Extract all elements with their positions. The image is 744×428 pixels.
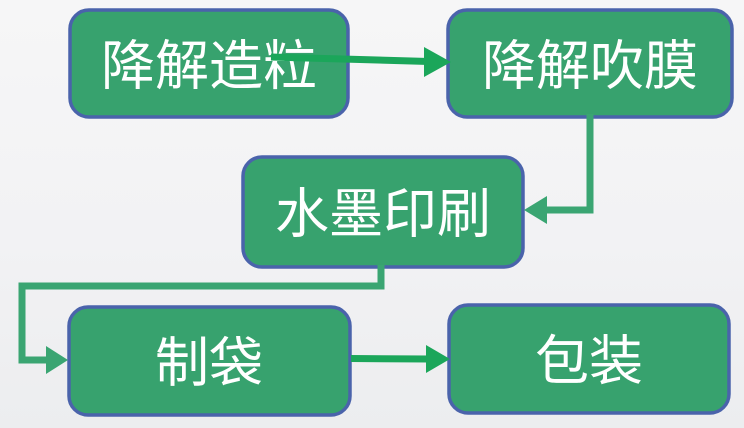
edge-film-blowing-to-ink-printing-arrowhead-icon <box>524 196 547 224</box>
node-film-blowing: 降解吹膜 <box>446 8 734 119</box>
edge-bag-making-to-packaging <box>350 345 450 373</box>
edge-ink-printing-to-bag-making-arrowhead-icon <box>46 346 68 374</box>
node-bag-making-shape <box>67 305 352 417</box>
node-granulation-label: 降解造粒 <box>101 35 317 98</box>
node-ink-printing: 水墨印刷 <box>241 155 525 269</box>
edge-bag-making-to-packaging-line <box>350 355 430 363</box>
node-packaging-label: 包装 <box>535 330 643 393</box>
edge-granulation-to-film-blowing-arrowhead-icon <box>424 47 451 77</box>
edge-ink-printing-to-bag-making <box>18 265 385 374</box>
node-granulation: 降解造粒 <box>68 8 350 119</box>
edge-film-blowing-to-ink-printing-line <box>543 114 594 214</box>
node-bag-making: 制袋 <box>67 305 352 417</box>
edge-film-blowing-to-ink-printing <box>524 114 594 224</box>
edge-granulation-to-film-blowing-line <box>270 53 430 65</box>
edge-granulation-to-film-blowing <box>270 47 451 77</box>
edge-bag-making-to-packaging-arrowhead-icon <box>426 345 450 373</box>
edge-ink-printing-to-bag-making-line <box>18 265 385 364</box>
node-ink-printing-label: 水墨印刷 <box>275 183 491 246</box>
node-bag-making-label: 制袋 <box>155 332 263 395</box>
node-granulation-shape <box>68 8 350 119</box>
node-packaging: 包装 <box>447 303 731 415</box>
node-film-blowing-label: 降解吹膜 <box>482 35 698 98</box>
